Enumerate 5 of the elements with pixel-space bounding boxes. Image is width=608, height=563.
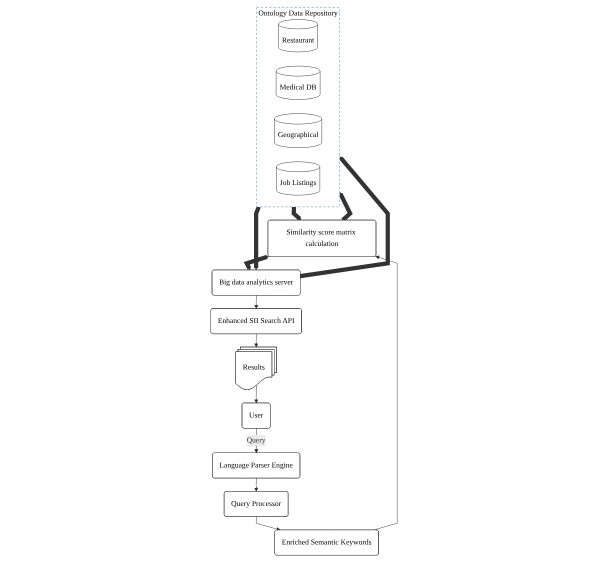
- arrow: [300, 156, 390, 278]
- arrow: [254, 206, 261, 270]
- arrow: [338, 192, 353, 222]
- arrow: [292, 206, 302, 220]
- arrow: [244, 254, 269, 270]
